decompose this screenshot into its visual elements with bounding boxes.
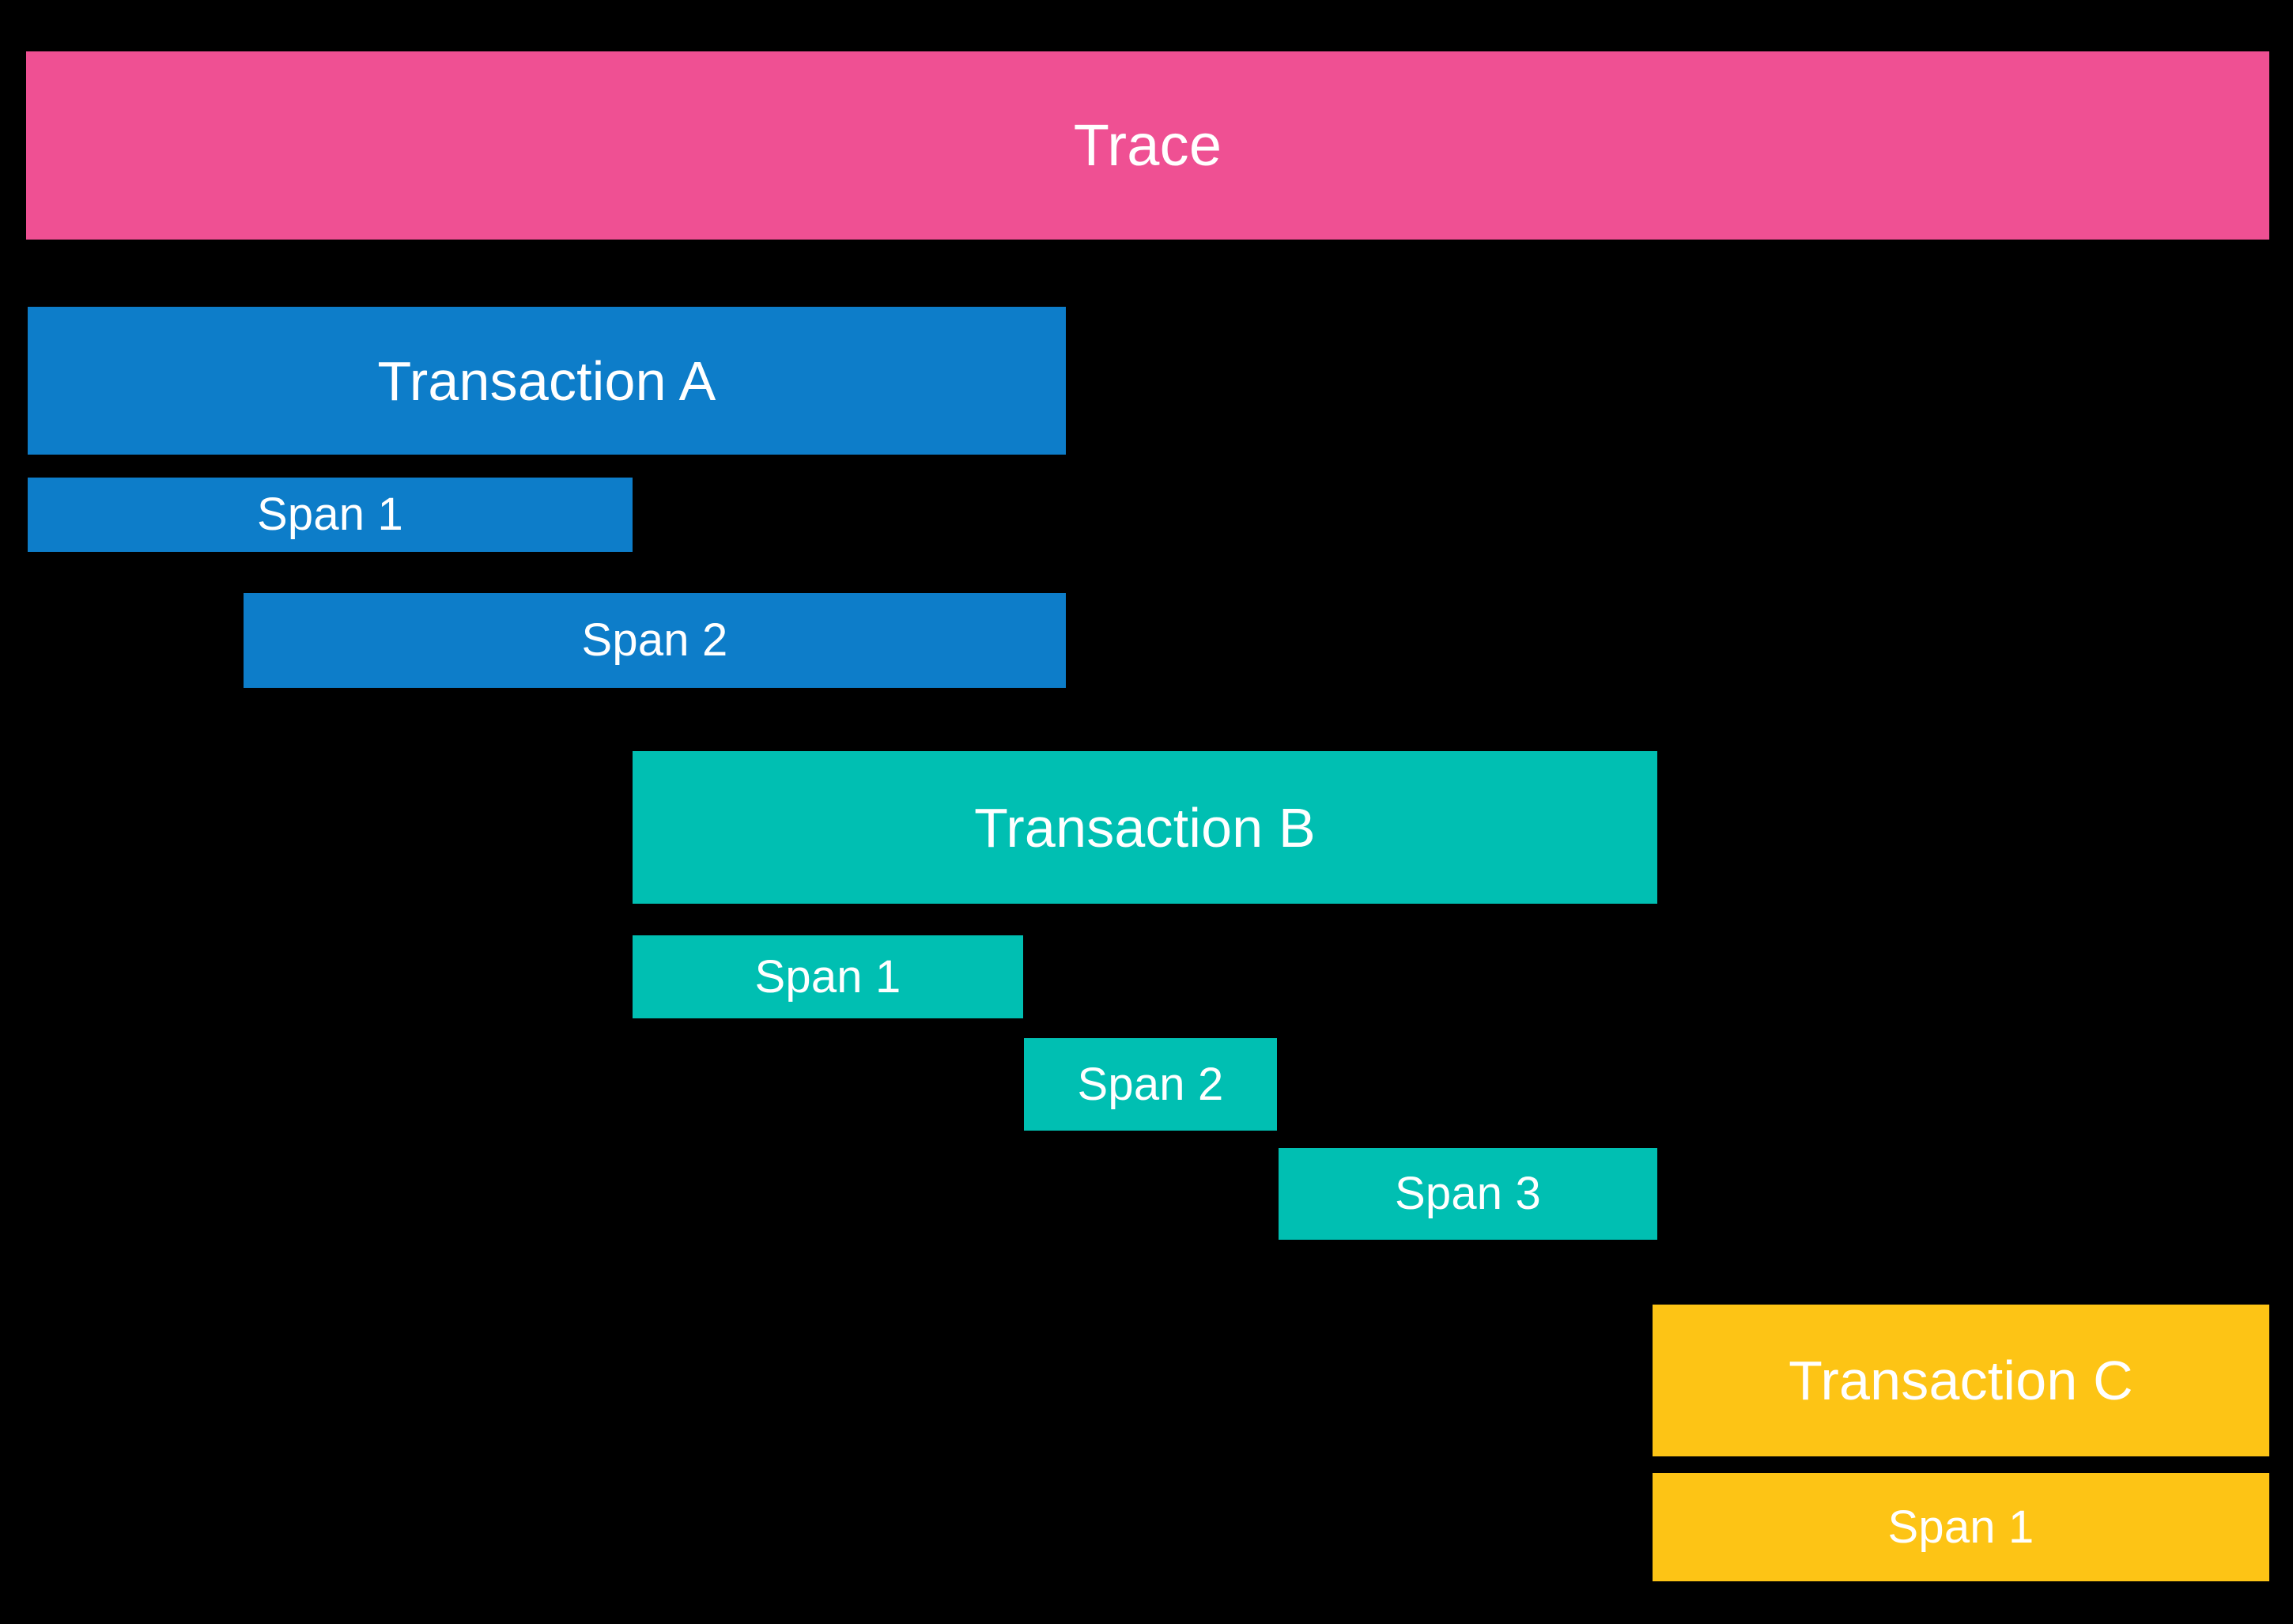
transaction-b-span-3-label: Span 3	[1394, 1168, 1542, 1219]
trace-label: Trace	[1073, 112, 1222, 178]
bar-trace[interactable]: Trace	[26, 51, 2269, 240]
transaction-b-span-1-label: Span 1	[754, 950, 901, 1003]
bar-transaction-b-span-2[interactable]: Span 2	[1024, 1038, 1277, 1131]
bar-transaction-b[interactable]: Transaction B	[633, 751, 1657, 904]
transaction-a-span-2-label: Span 2	[581, 614, 728, 666]
bar-transaction-a-span-2[interactable]: Span 2	[244, 593, 1066, 688]
bar-transaction-c[interactable]: Transaction C	[1653, 1305, 2269, 1456]
bar-transaction-c-span-1[interactable]: Span 1	[1653, 1473, 2269, 1581]
transaction-c-label: Transaction C	[1789, 1350, 2133, 1411]
bar-transaction-a-span-1[interactable]: Span 1	[28, 478, 633, 552]
bar-transaction-a[interactable]: Transaction A	[28, 307, 1066, 455]
transaction-a-span-1-label: Span 1	[256, 489, 404, 540]
transaction-c-span-1-label: Span 1	[1887, 1501, 2034, 1553]
transaction-b-span-2-label: Span 2	[1077, 1058, 1224, 1110]
transaction-b-label: Transaction B	[974, 796, 1316, 859]
bar-transaction-b-span-1[interactable]: Span 1	[633, 935, 1023, 1018]
bar-transaction-b-span-3[interactable]: Span 3	[1279, 1148, 1657, 1240]
transaction-a-label: Transaction A	[377, 349, 716, 412]
